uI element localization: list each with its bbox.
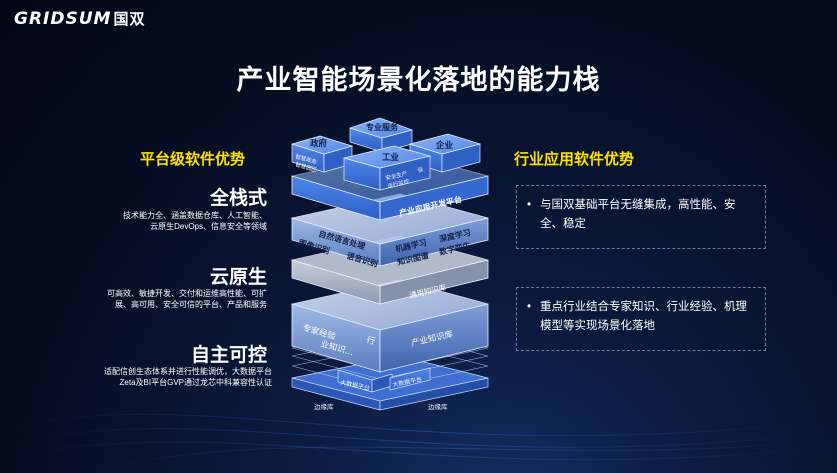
pillar-desc-line: 可高效、敏捷开发、交付和运维高性能、可扩 [107,289,267,298]
pillar-desc-autonomous: 适配信创生态体系并进行性能调优，大数据平台 Zeta及BI平台GVP通过龙芯中科… [104,366,272,388]
pillar-desc-line: Zeta及BI平台GVP通过龙芯中科兼容性认证 [119,378,272,387]
page-title: 产业智能场景化落地的能力栈 [236,65,601,95]
top-block-service: 专业服务 [366,122,399,132]
pillar-desc-line: 技术能力全、涵盖数据仓库、人工智能、 [123,211,267,220]
right-panel-item: 与国双基础平台无缝集成，高性能、安全、稳定 [527,196,751,234]
pillar-title-fullstack: 全栈式 [209,188,267,209]
top-small-4: 设 [417,165,425,174]
layer-top-blocks: 政府 智慧政务 智慧园区 专业服务 企业 工业 安全生产 设 运行监控 [290,117,482,191]
logo-cn: 国双 [113,10,146,28]
right-panel-item: 重点行业结合专家知识、行业经验、机理模型等实现场景化落地 [527,298,751,336]
base-label-right: 边缘库 [428,402,448,411]
left-heading: 平台级软件优势 [140,151,246,168]
top-block-gov: 政府 [310,138,328,149]
pillar-desc-line: 适配信创生态体系并进行性能调优，大数据平台 [104,367,272,376]
right-panel-scenario: 重点行业结合专家知识、行业经验、机理模型等实现场景化落地 [516,287,766,351]
expert-label-2: 行 [365,334,377,347]
top-block-industry: 工业 [382,152,400,163]
top-block-enterprise: 企业 [435,140,454,151]
right-panel-integration: 与国双基础平台无缝集成，高性能、安全、稳定 [516,185,766,249]
pillar-desc-cloudnative: 可高效、敏捷开发、交付和运维高性能、可扩 展、高可用、安全可信的平台、产品和服务 [107,288,267,310]
pillar-title-autonomous: 自主可控 [190,345,267,366]
logo-brand: GRIDSUM [14,9,112,29]
pillar-title-cloudnative: 云原生 [209,267,267,288]
pillar-desc-line: 云原生DevOps、信息安全等领域 [150,222,267,231]
base-label-left: 边缘库 [314,402,334,411]
pillar-desc-fullstack: 技术能力全、涵盖数据仓库、人工智能、 云原生DevOps、信息安全等领域 [123,210,267,232]
right-heading: 行业应用软件优势 [514,151,635,168]
capability-stack: 边缘库 边缘库 大数据平台 大数据平台 专家经验 行 业知识… 产业知识库 通用… [290,117,489,411]
pillar-desc-line: 展、高可用、安全可信的平台、产品和服务 [115,300,267,309]
layer-expert: 专家经验 行 业知识… 产业知识库 [290,279,489,373]
